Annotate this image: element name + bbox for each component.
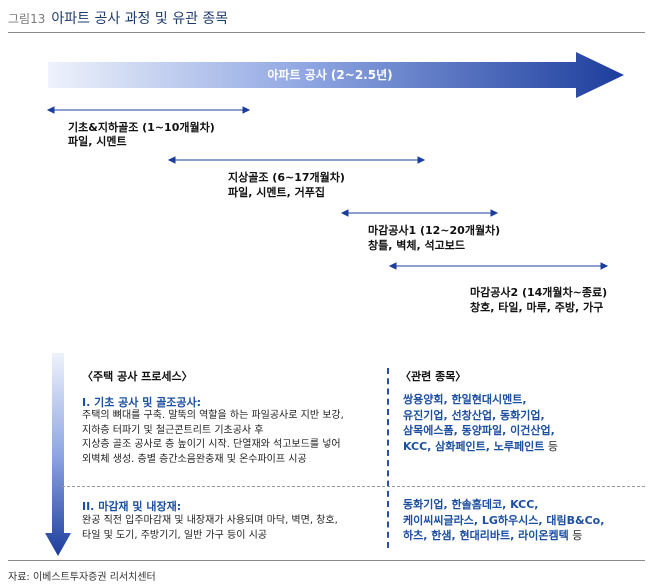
phase-1-name: 기초&지하골조 (1~10개월차) bbox=[68, 121, 215, 134]
section2-title: II. 마감재 및 내장재: bbox=[82, 500, 182, 513]
phase-1-range bbox=[46, 106, 251, 114]
phase-3-materials: 창틀, 벽체, 석고보드 bbox=[368, 239, 465, 252]
phase-3-name: 마감공사1 (12~20개월차) bbox=[368, 224, 501, 237]
footer-divider bbox=[8, 560, 645, 561]
related-group1-line-1: 쌍용양회, 한일현대시멘트, bbox=[403, 393, 527, 406]
related-group2-line-2: 케이씨씨글라스, LG하우시스, 대림B&Co, bbox=[403, 513, 605, 527]
section2-line-1: 완공 직전 입주마감재 및 내장재가 사용되며 마닥, 벽면, 창호, bbox=[82, 515, 338, 526]
phase-4-name: 마감공사2 (14개월차~종료) bbox=[470, 286, 608, 299]
section1-description: 주택의 뼈대를 구축. 말뚝의 역할을 하는 파일공사로 지반 보강, 지하층 … bbox=[82, 409, 344, 467]
figure-title-text: 아파트 공사 과정 및 유관 종목 bbox=[51, 11, 229, 27]
process-vertical-arrow bbox=[45, 353, 71, 556]
related-group2-line-1: 동화기업, 한솔홈데코, KCC, bbox=[403, 498, 539, 511]
section1-title: I. 기초 공사 및 골조공사: bbox=[82, 396, 202, 409]
related-group2-line-3: 하츠, 한샘, 현대리바트, 라이온켐텍 bbox=[403, 529, 569, 542]
phase-2-materials: 파일, 시멘트, 거푸집 bbox=[228, 186, 325, 199]
main-timeline-arrow bbox=[48, 52, 624, 98]
phase-2-name: 지상골조 (6~17개월차) bbox=[228, 171, 345, 184]
title-divider bbox=[8, 32, 645, 33]
source-note: 자료: 이베스트투자증권 리서치센터 bbox=[8, 572, 156, 583]
section1-line-2: 지하층 터파기 및 철근콘트리트 기초공사 후 bbox=[82, 424, 264, 436]
related-group1-line-4: KCC, 삼화페인트, 노루페인트 bbox=[403, 439, 545, 453]
related-header: 〈관련 종목〉 bbox=[400, 370, 467, 383]
related-group2: 동화기업, 한솔홈데코, KCC, 케이씨씨글라스, LG하우시스, 대림B&C… bbox=[403, 497, 604, 544]
related-group1: 쌍용양회, 한일현대시멘트, 유진기업, 선창산업, 동화기업, 삼목에스폼, … bbox=[403, 392, 558, 454]
related-group1-line-2: 유진기업, 선창산업, 동화기업, bbox=[403, 408, 545, 422]
phase-1-materials: 파일, 시멘트 bbox=[68, 135, 127, 148]
process-header: 〈주택 공사 프로세스〉 bbox=[82, 370, 193, 383]
section-divider bbox=[62, 486, 645, 487]
main-arrow-label: 아파트 공사 (2~2.5년) bbox=[267, 68, 393, 82]
phase-2-range bbox=[167, 156, 426, 164]
section2-line-2: 타일 및 도기, 주방기기, 일반 가구 등이 시공 bbox=[82, 529, 268, 541]
related-group2-suffix: 등 bbox=[568, 529, 583, 542]
section1-line-1: 주택의 뼈대를 구축. 말뚝의 역할을 하는 파일공사로 지반 보강, bbox=[82, 410, 344, 421]
column-divider bbox=[387, 368, 389, 548]
related-group1-suffix: 등 bbox=[544, 439, 559, 453]
phase-4-materials: 창호, 타일, 마루, 주방, 가구 bbox=[470, 301, 604, 314]
phase-4-range bbox=[388, 262, 609, 270]
section1-line-4: 외벽체 생성. 층별 층간소음완충재 및 온수파이프 시공 bbox=[82, 453, 307, 465]
section2-description: 완공 직전 입주마감재 및 내장재가 사용되며 마닥, 벽면, 창호, 타일 및… bbox=[82, 514, 338, 543]
figure-title: 그림13 아파트 공사 과정 및 유관 종목 bbox=[8, 8, 228, 28]
related-group1-line-3: 삼목에스폼, 동양파일, 이건산업, bbox=[403, 424, 555, 437]
section1-line-3: 지상층 골조 공사로 층 높이기 시작. 단열재와 석고보드를 넣어 bbox=[82, 439, 341, 450]
figure-number: 그림13 bbox=[8, 12, 46, 26]
phase-3-range bbox=[340, 209, 499, 217]
